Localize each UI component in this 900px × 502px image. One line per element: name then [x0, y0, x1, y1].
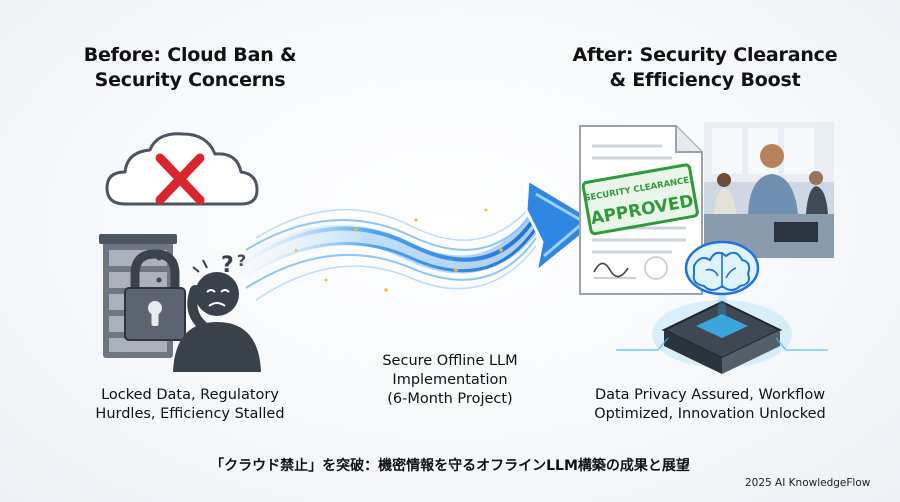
after-heading-line2: & Efficiency Boost	[609, 69, 801, 91]
svg-text:?: ?	[221, 253, 234, 278]
before-caption-line2: Hurdles, Efficiency Stalled	[95, 406, 285, 422]
after-heading: After: Security Clearance & Efficiency B…	[560, 43, 850, 93]
red-x-icon	[155, 153, 205, 205]
before-heading: Before: Cloud Ban & Security Concerns	[60, 43, 320, 93]
after-caption: Data Privacy Assured, Workflow Optimized…	[570, 386, 850, 424]
before-heading-line1: Before: Cloud Ban &	[83, 44, 297, 66]
worried-person-icon: ? ?	[173, 251, 261, 372]
before-caption-line1: Locked Data, Regulatory	[101, 387, 279, 403]
after-caption-line2: Optimized, Innovation Unlocked	[594, 406, 826, 422]
transition-arrow	[236, 150, 616, 340]
before-caption: Locked Data, Regulatory Hurdles, Efficie…	[70, 386, 310, 424]
after-heading-line1: After: Security Clearance	[572, 44, 838, 66]
padlock-icon	[124, 249, 186, 341]
after-caption-line1: Data Privacy Assured, Workflow	[594, 387, 826, 403]
before-heading-line2: Security Concerns	[94, 69, 286, 91]
approved-stamp: SECURITY CLEARANCE: APPROVED	[581, 163, 699, 236]
cloud-icon	[105, 132, 259, 206]
footer-title: 「クラウド禁止」を突破：機密情報を守るオフラインLLM構築の成果と展望	[210, 458, 690, 474]
after-illustration: SECURITY CLEARANCE: APPROVED	[576, 118, 838, 380]
transition-caption-line3: (6-Month Project)	[387, 391, 513, 407]
brain-chip-icon	[616, 240, 828, 374]
before-illustration: ? ?	[95, 122, 295, 372]
office-team-photo	[704, 122, 834, 258]
transition-caption-line1: Secure Offline LLM	[382, 353, 518, 369]
footer-credit: 2025 AI KnowledgeFlow	[745, 477, 871, 489]
transition-caption-line2: Implementation	[392, 372, 508, 388]
transition-caption: Secure Offline LLM Implementation (6-Mon…	[345, 352, 555, 409]
sparkles	[294, 208, 503, 292]
light-streams	[236, 199, 544, 301]
